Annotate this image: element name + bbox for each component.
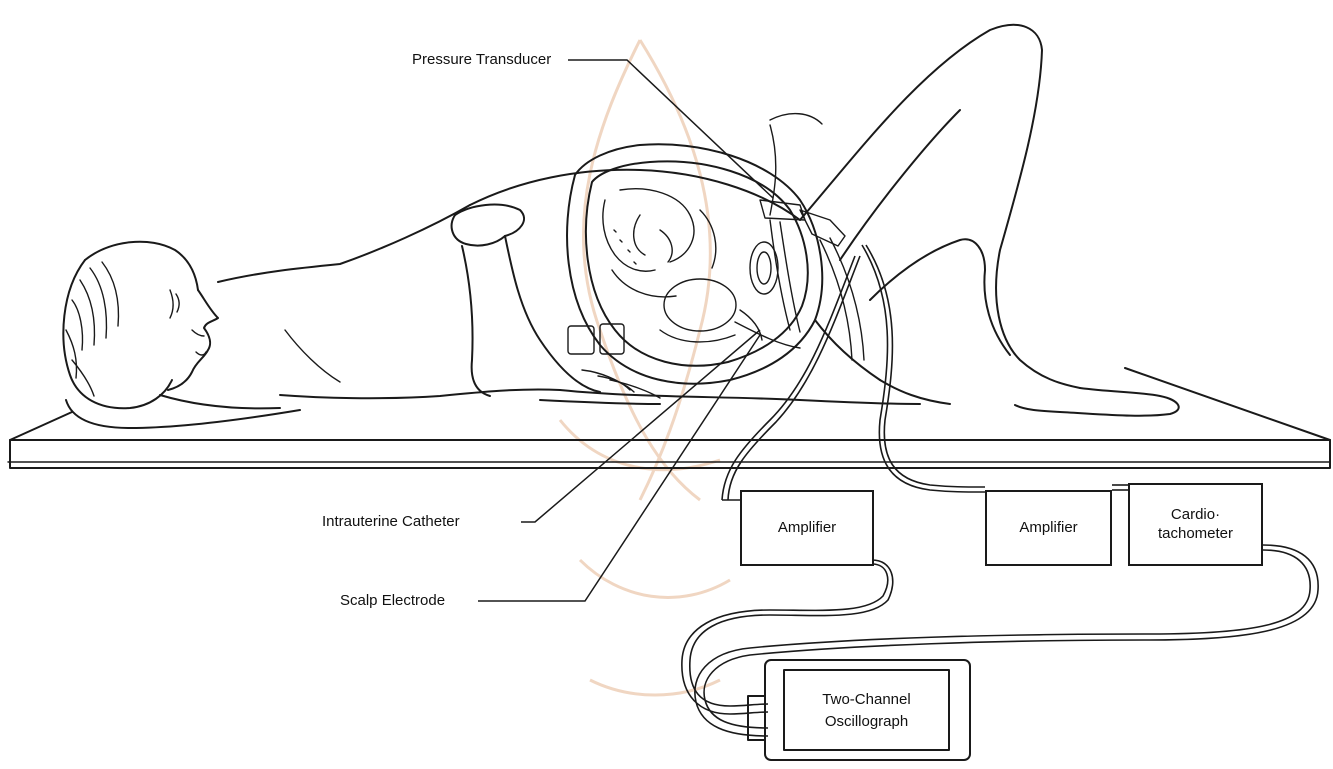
label-leader-lines bbox=[478, 60, 773, 601]
patient-legs bbox=[800, 25, 1179, 416]
patient-arm-on-belly bbox=[285, 205, 600, 396]
patient-head bbox=[63, 242, 218, 409]
watermark-emblem bbox=[560, 40, 730, 695]
amplifier-right-label: Amplifier bbox=[985, 518, 1112, 537]
oscillograph-housing bbox=[748, 660, 970, 760]
oscillograph-label-line2: Oscillograph bbox=[784, 712, 949, 731]
cardiotachometer-label-line2: tachometer bbox=[1128, 524, 1263, 543]
oscillograph-label-line1: Two-Channel bbox=[784, 690, 949, 709]
table-outline bbox=[8, 368, 1330, 468]
patient-arm-under-head bbox=[66, 395, 300, 428]
pelvis-bones bbox=[568, 324, 660, 398]
intrauterine-catheter-label: Intrauterine Catheter bbox=[322, 514, 460, 529]
scalp-electrode-label: Scalp Electrode bbox=[340, 593, 445, 608]
pressure-transducer-label: Pressure Transducer bbox=[412, 52, 551, 67]
cardiotachometer-label-line1: Cardio· bbox=[1128, 505, 1263, 524]
amplifier-left-label: Amplifier bbox=[740, 518, 874, 537]
